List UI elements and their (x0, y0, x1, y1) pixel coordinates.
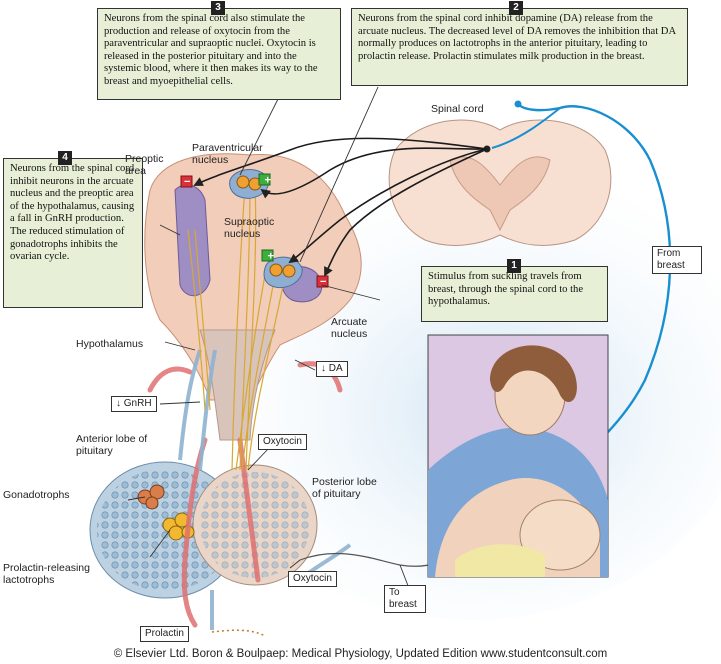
label-da: ↓ DA (316, 361, 348, 377)
label-from-breast: From breast (652, 246, 702, 274)
callout-number-3: 3 (211, 1, 225, 15)
callout-stimulus-text: Stimulus from suckling travels from brea… (428, 271, 584, 308)
label-leader-lines (127, 86, 413, 597)
label-spinal-cord: Spinal cord (431, 103, 484, 115)
label-arcuate: Arcuate nucleus (331, 316, 368, 340)
label-hypothalamus: Hypothalamus (76, 338, 144, 350)
afferent-nerve-to-cord (491, 107, 561, 149)
callout-gnrh: Neurons from the spinal cord inhibit neu… (3, 158, 143, 308)
credit-line: © Elsevier Ltd. Boron & Boulpaep: Medica… (113, 648, 608, 660)
label-oxytocin-top: Oxytocin (258, 434, 307, 450)
label-anterior-lobe: Anterior lobe of pituitary (76, 433, 148, 457)
prolactin-dotted-path (211, 629, 266, 637)
label-to-breast: To breast (384, 585, 426, 613)
label-gnrh: ↓ GnRH (111, 396, 157, 412)
plus-sign-text-1: + (265, 175, 271, 187)
pituitary-stalk (199, 329, 276, 441)
nerve-paths (193, 137, 488, 277)
callout-dopamine: Neurons from the spinal cord inhibit dop… (351, 8, 688, 86)
breastfeeding-illustration (428, 345, 608, 577)
callout-number-4: 4 (58, 151, 72, 165)
supraoptic-nucleus (263, 256, 303, 289)
label-posterior-lobe: Posterior lobe of pituitary (312, 476, 377, 500)
callout-stimulus: Stimulus from suckling travels from brea… (421, 266, 608, 322)
plus-sign-supraoptic (261, 249, 274, 262)
label-prolactin-lactotrophs: Prolactin-releasing lactotrophs (3, 562, 90, 586)
label-prolactin: Prolactin (140, 626, 189, 642)
minus-sign-preoptic (180, 175, 193, 188)
callout-oxytocin: Neurons from the spinal cord also stimul… (97, 8, 341, 100)
posterior-pituitary-cells (200, 472, 310, 578)
callout-oxytocin-text: Neurons from the spinal cord also stimul… (104, 13, 318, 87)
minus-sign-arcuate (316, 275, 329, 288)
callout-number-1: 1 (507, 259, 521, 273)
callout-number-2: 2 (509, 1, 523, 15)
label-oxytocin-bottom: Oxytocin (288, 571, 337, 587)
afferent-nerve-end-top (514, 100, 522, 108)
label-paraventricular: Paraventricular nucleus (192, 142, 263, 166)
minus-sign-text-2: − (320, 276, 326, 288)
plus-sign-text-2: + (268, 251, 274, 263)
label-gonadotrophs: Gonadotrophs (3, 489, 70, 501)
neuron-fibers (187, 184, 286, 471)
plus-sign-paraventricular (258, 173, 271, 186)
minus-sign-text-1: − (184, 176, 190, 188)
callout-gnrh-text: Neurons from the spinal cord inhibit neu… (10, 163, 135, 263)
label-supraoptic: Supraoptic nucleus (224, 216, 275, 240)
label-preoptic-area: Preoptic area (125, 153, 164, 177)
preoptic-area-shape (174, 184, 211, 297)
callout-dopamine-text: Neurons from the spinal cord inhibit dop… (358, 13, 676, 62)
spinal-cord-section (388, 119, 612, 246)
